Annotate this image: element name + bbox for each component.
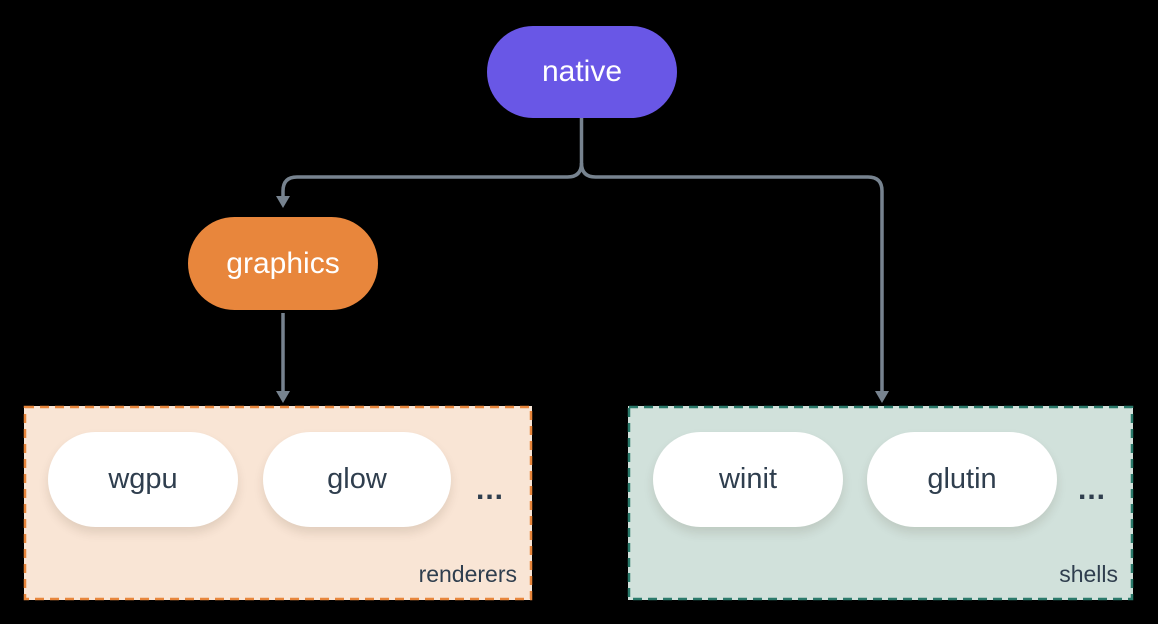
edge-native-to-graphics xyxy=(281,118,584,196)
group-label-shells: shells xyxy=(1059,561,1118,587)
arrowhead-graphics xyxy=(276,196,290,208)
node-glutin: glutin xyxy=(867,432,1057,527)
node-graphics-label: graphics xyxy=(226,246,340,280)
arrowhead-renderers xyxy=(276,391,290,403)
node-glutin-label: glutin xyxy=(927,463,997,495)
node-winit-label: winit xyxy=(718,463,777,495)
ellipsis-renderers: ... xyxy=(475,473,504,506)
node-wgpu-label: wgpu xyxy=(108,463,178,495)
group-shells: winit glutin ... shells xyxy=(628,406,1133,600)
node-winit: winit xyxy=(653,432,843,527)
node-glow-label: glow xyxy=(327,463,387,495)
edge-native-to-shells xyxy=(579,162,884,391)
node-wgpu: wgpu xyxy=(48,432,238,527)
node-native-label: native xyxy=(541,55,623,88)
node-graphics: graphics xyxy=(188,217,378,310)
ellipsis-shells: ... xyxy=(1077,473,1106,506)
arrowhead-shells xyxy=(875,391,889,403)
node-glow: glow xyxy=(263,432,451,527)
group-label-renderers: renderers xyxy=(418,561,517,587)
group-renderers: wgpu glow ... renderers xyxy=(24,406,532,600)
node-native: native xyxy=(487,26,677,118)
